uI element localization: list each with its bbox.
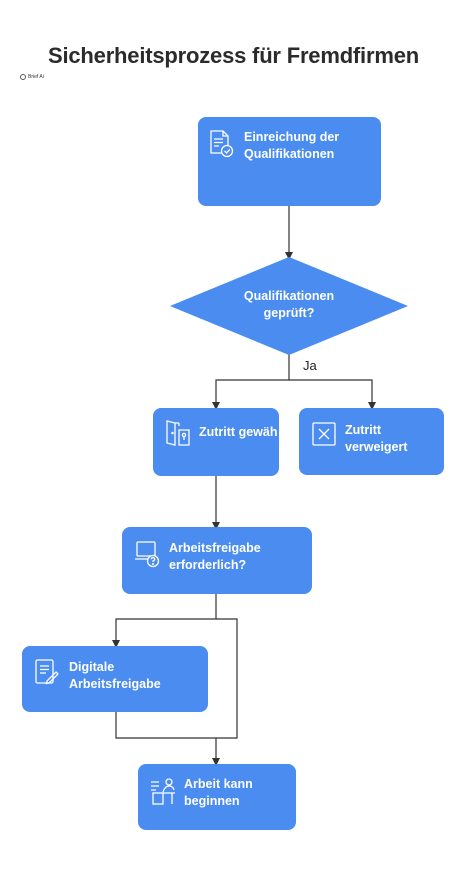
connector-decision-to-denied bbox=[289, 379, 376, 410]
logo-text: Brief Ai bbox=[28, 74, 44, 80]
decision-diamond bbox=[170, 257, 408, 355]
node-label: Arbeitsfreigabe erforderlich? bbox=[169, 541, 261, 572]
laptop-question-icon bbox=[134, 538, 160, 568]
node-label: Einreichung der Qualifikationen bbox=[244, 130, 340, 161]
node-digital-permit: Digitale Arbeitsfreigabe bbox=[22, 646, 208, 712]
edge-label-yes: Ja bbox=[303, 358, 317, 373]
node-work-begins: Arbeit kann beginnen bbox=[138, 764, 296, 830]
node-submission: Einreichung der Qualifikationen bbox=[198, 117, 381, 206]
connector-decision-to-granted bbox=[212, 352, 290, 410]
node-label: Zutritt gewäh bbox=[199, 425, 278, 439]
document-check-icon bbox=[208, 129, 234, 159]
node-access-granted: Zutritt gewäh bbox=[153, 408, 279, 476]
page-title: Sicherheitsprozess für Fremdfirmen bbox=[48, 43, 419, 68]
node-label: Digitale Arbeitsfreigabe bbox=[69, 660, 161, 691]
decision-label: Qualifikationen geprüft? bbox=[243, 289, 335, 320]
node-permit-required: Arbeitsfreigabe erforderlich? bbox=[122, 527, 312, 594]
node-label: Zutritt verweigert bbox=[345, 423, 408, 454]
open-door-icon bbox=[165, 418, 191, 448]
desk-worker-icon bbox=[150, 776, 176, 806]
node-label: Arbeit kann beginnen bbox=[184, 777, 253, 808]
connector-permit-to-work bbox=[216, 618, 238, 739]
node-access-denied: Zutritt verweigert bbox=[299, 408, 444, 475]
connector-permit-to-digital bbox=[112, 594, 217, 648]
tablet-document-icon bbox=[34, 657, 60, 687]
x-box-icon bbox=[311, 418, 337, 448]
connector-digital-to-work bbox=[115, 712, 220, 766]
brand-logo: Brief Ai bbox=[20, 73, 44, 81]
logo-icon bbox=[20, 74, 26, 80]
